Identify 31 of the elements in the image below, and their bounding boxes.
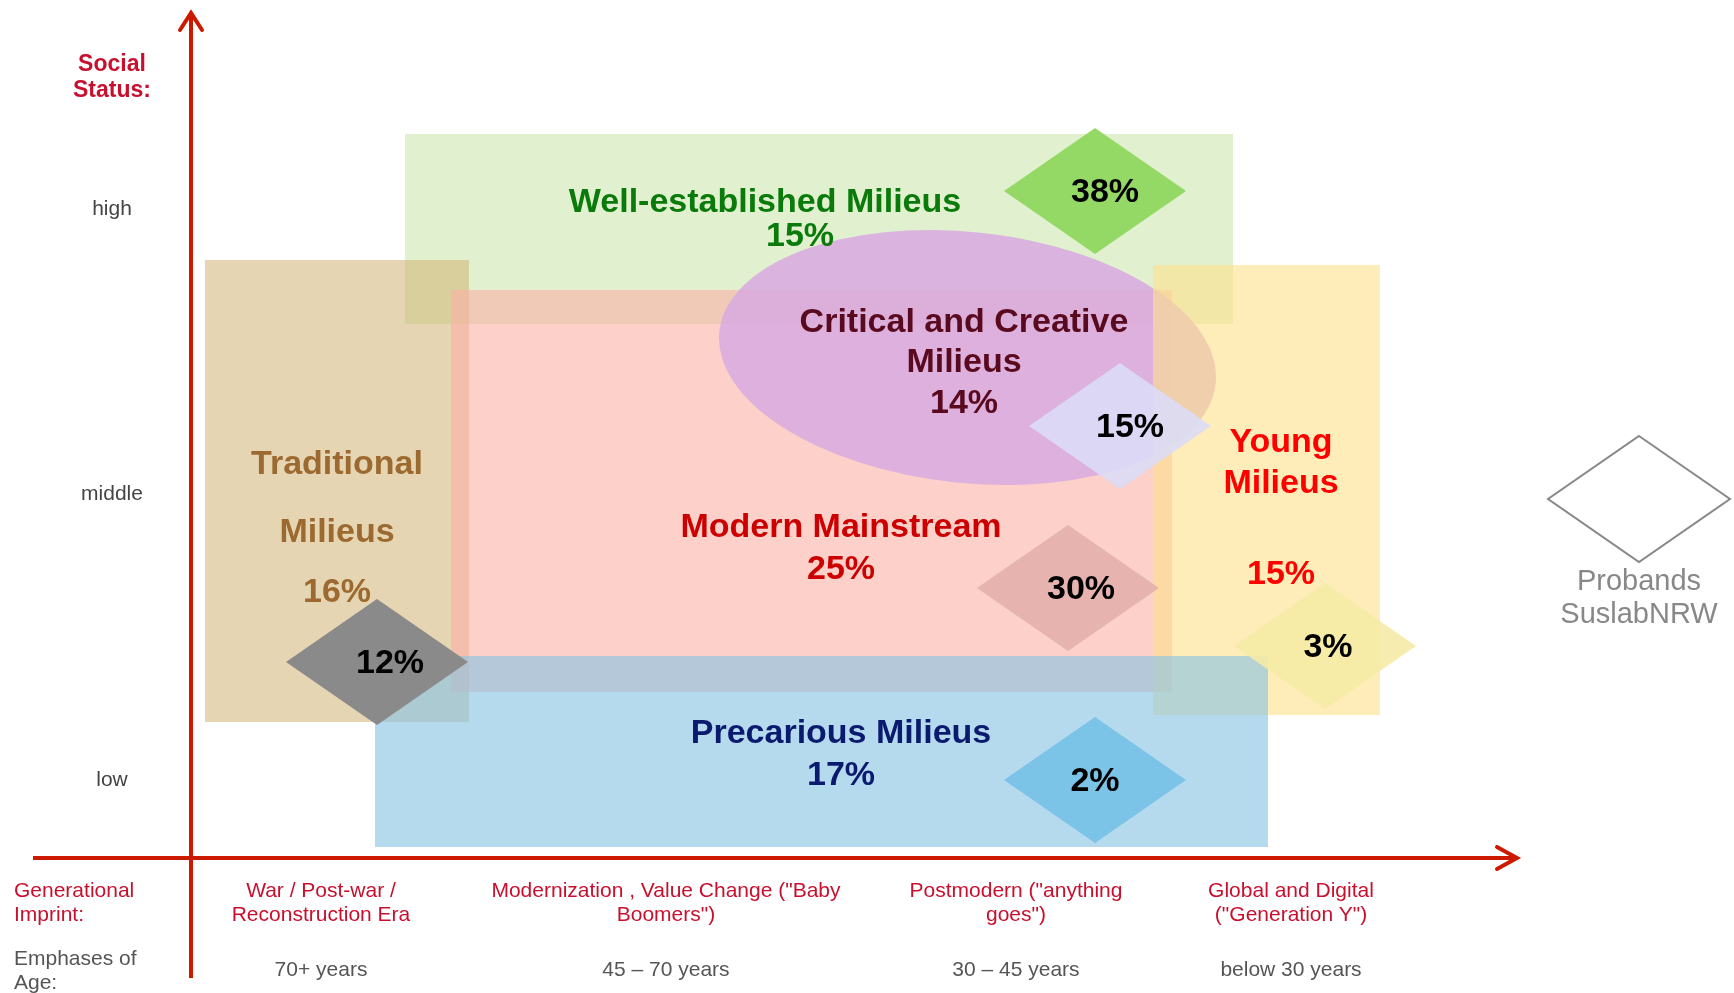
generation-label: Modernization , Value Change ("Baby Boomers") — [490, 878, 842, 927]
percentage-label: 14% — [928, 381, 1000, 422]
row-heading: Emphases of Age: — [14, 946, 138, 993]
generation-label: Postmodern ("anything goes") — [908, 878, 1124, 927]
legend-text: Probands SuslabNRW — [1559, 564, 1719, 631]
age-label: 30 – 45 years — [951, 957, 1081, 982]
milieu-title: Young Milieus — [1222, 420, 1340, 502]
status-level: low — [95, 767, 129, 792]
age-label: 45 – 70 years — [601, 957, 731, 982]
percentage-label: 12% — [354, 641, 426, 682]
row-heading: Generational Imprint: — [14, 878, 136, 927]
percentage-label: 17% — [805, 753, 877, 794]
age-label: below 30 years — [1219, 957, 1363, 982]
percentage-label: 38% — [1069, 170, 1141, 211]
percentage-label: 2% — [1069, 759, 1121, 800]
percentage-label: 3% — [1302, 625, 1354, 666]
percentage-label: 16% — [301, 570, 373, 611]
generation-label: Global and Digital ("Generation Y") — [1207, 878, 1375, 927]
percentage-label: 15% — [1245, 552, 1317, 593]
milieu-title: Precarious Milieus — [689, 711, 993, 752]
milieu-title: Critical and Creative Milieus — [799, 300, 1129, 381]
milieu-title: Traditional Milieus — [250, 442, 424, 551]
percentage-label: 15% — [1094, 405, 1166, 446]
generation-label: War / Post-war / Reconstruction Era — [230, 878, 412, 927]
status-level: high — [91, 196, 133, 221]
milieu-title: Modern Mainstream — [679, 505, 1003, 546]
percentage-label: 25% — [805, 547, 877, 588]
percentage-label: 30% — [1045, 567, 1117, 608]
status-level: middle — [80, 481, 144, 506]
axis-title: Social Status: — [72, 50, 152, 103]
age-label: 70+ years — [273, 957, 369, 982]
